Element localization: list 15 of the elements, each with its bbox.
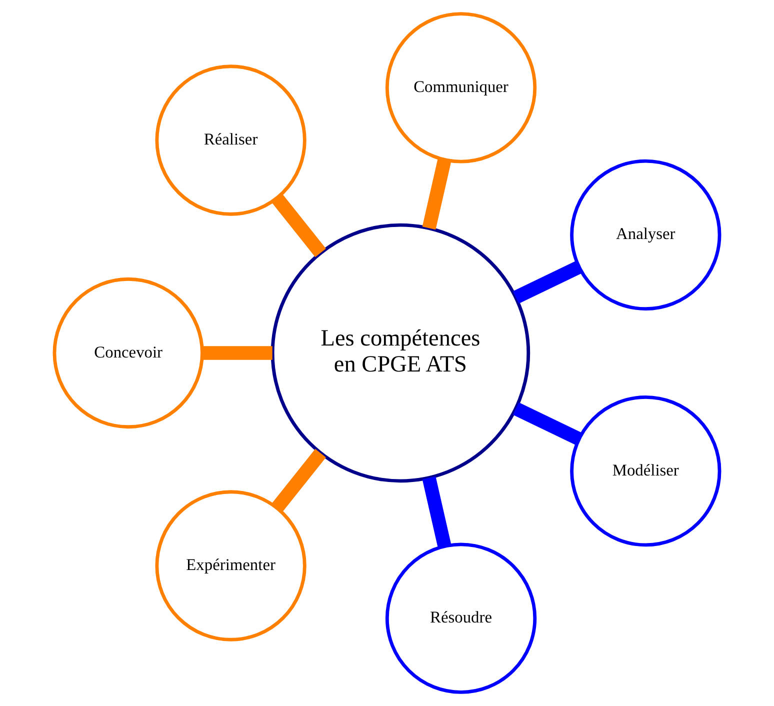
connector <box>272 448 326 512</box>
node-circle: Communiquer <box>385 12 537 164</box>
node-circle: Les compétences en CPGE ATS <box>270 223 530 483</box>
node-circle: Réaliser <box>155 64 306 216</box>
node-circle: Résoudre <box>385 542 537 694</box>
connector <box>512 402 582 446</box>
connector <box>422 158 452 230</box>
node-circle: Analyser <box>570 159 722 311</box>
connector <box>272 194 326 258</box>
node-circle: Expérimenter <box>155 490 306 642</box>
connector <box>422 476 452 548</box>
connector <box>202 346 272 360</box>
node-circle: Concevoir <box>52 277 204 429</box>
node-circle: Modéliser <box>570 395 722 547</box>
connector <box>512 260 582 304</box>
